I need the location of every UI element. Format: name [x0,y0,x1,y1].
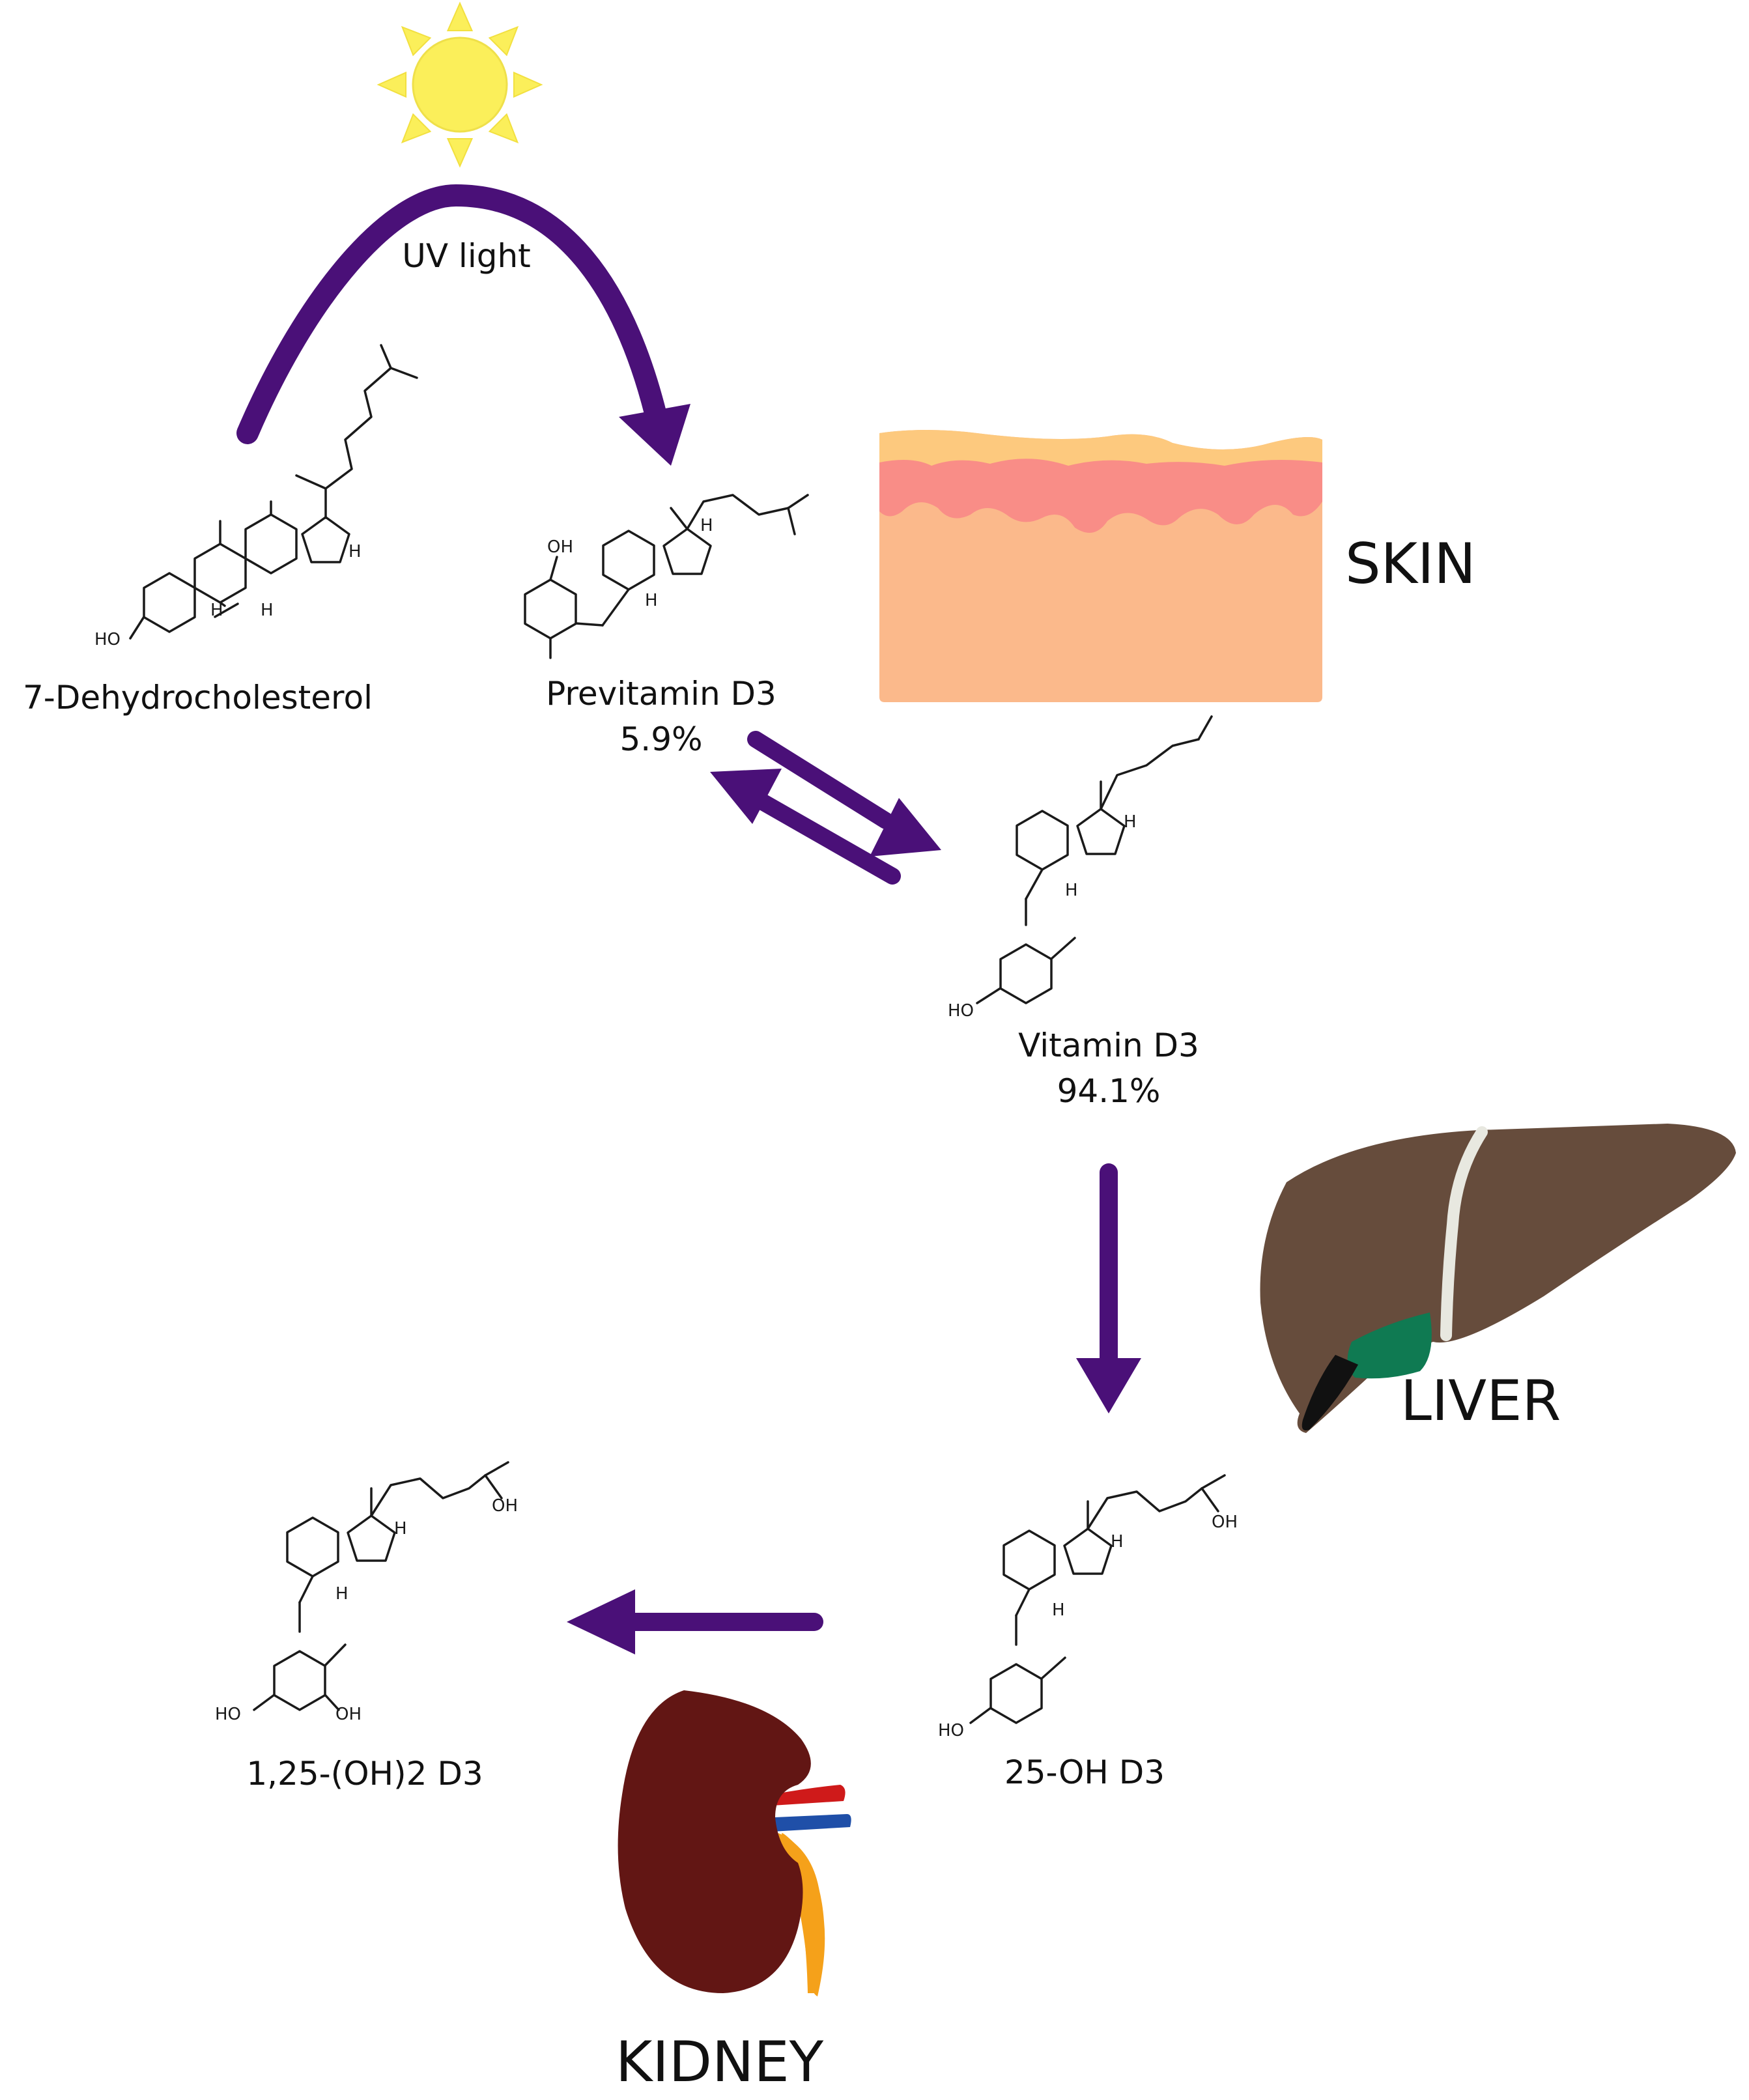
oh25-oh-atom: OH [1212,1512,1238,1532]
oh125-ho-atom: HO [215,1705,241,1724]
vitamin-label: Vitamin D3 [1018,1027,1199,1064]
dhc-h-atom-2: H [261,601,274,620]
oh25-h-atom-2: H [1052,1600,1065,1620]
previtamin-oh-atom: OH [547,537,573,557]
sun-ray [401,25,432,57]
sun-icon [377,1,543,168]
vitamin-to-25oh-arrow [1076,1163,1141,1413]
oh25-label: 25-OH D3 [1004,1753,1165,1791]
oh125-oh-atom: OH [335,1705,362,1724]
vitamin-ho-atom: HO [948,1001,974,1021]
skin-label: SKIN [1345,532,1476,597]
vitamin-h-atom-2: H [1065,881,1078,900]
dhc-ho-atom: HO [94,630,121,649]
oh125-h-atom-2: H [335,1584,348,1604]
sun-ray [446,1,474,32]
sun-ray [377,71,407,98]
sun-ray [488,113,519,144]
kidney-icon [618,1690,851,1996]
molecule-previtamin-d3 [524,494,809,659]
uv-light-label: UV light [402,237,531,275]
25oh-to-125oh-arrow [567,1589,823,1654]
vitamin-h-atom: H [1124,812,1137,832]
dhc-label: 7-Dehydrocholesterol [23,679,373,717]
previtamin-percent: 5.9% [619,720,702,758]
previtamin-to-vitamin-arrow [747,731,941,857]
sun-ray [446,137,474,168]
dhc-h-atom-3: H [348,542,362,561]
molecule-1-25-oh2-d3 [253,1461,509,1711]
oh125-h-atom: H [394,1519,407,1539]
molecule-vitamin-d3 [976,715,1213,1004]
dhc-h-atom: H [210,601,223,620]
skin-icon [879,430,1322,702]
previtamin-h-atom-2: H [645,591,658,610]
molecule-25-oh-d3 [969,1474,1226,1724]
previtamin-label: Previtamin D3 [546,675,776,713]
sun-ray [488,25,519,57]
vitamin-to-previtamin-arrow [710,769,901,885]
kidney-label: KIDNEY [616,2030,824,2095]
sun-ray [401,113,432,144]
oh25-ho-atom: HO [938,1721,964,1740]
liver-label: LIVER [1401,1369,1561,1434]
vitamin-percent: 94.1% [1057,1072,1161,1110]
liver-icon [1260,1124,1736,1433]
oh125-label: 1,25-(OH)2 D3 [246,1755,483,1793]
previtamin-h-atom: H [700,516,713,535]
sun-ray [513,71,543,98]
oh25-h-atom: H [1111,1532,1124,1552]
molecule-7-dehydrocholesterol [129,344,418,640]
uv-conversion-arrow [236,184,690,466]
oh125-oh-atom-2: OH [492,1496,518,1516]
